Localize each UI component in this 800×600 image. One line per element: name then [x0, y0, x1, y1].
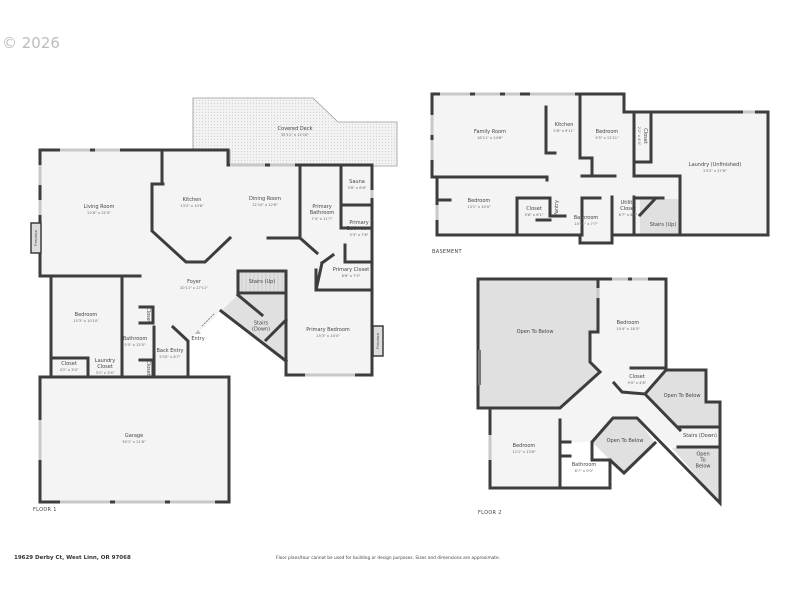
basement-walls	[430, 92, 770, 245]
garage-area	[40, 377, 229, 502]
room-label-open-to-below-middle: Open To Below	[606, 438, 644, 445]
basement-windows	[430, 92, 755, 220]
floor-2-plan	[476, 277, 722, 507]
open-to-below-large	[478, 279, 600, 408]
entry-arrow-icon	[195, 330, 201, 334]
room-label-floor-2-stairs-down: Stairs (Down)	[683, 433, 717, 440]
room-label-closet-lower: Closet	[144, 360, 151, 376]
floor-2-interior	[490, 279, 720, 503]
fireplace-label-left: Fireplace	[34, 229, 38, 247]
stairs-down-area	[221, 295, 286, 361]
room-label-laundry-unfinished: Laundry (Unfinished)23'2" x 27'6"	[688, 162, 742, 173]
room-label-entry: Entry	[191, 336, 205, 343]
basement-title: BASEMENT	[432, 249, 462, 255]
property-address: 19629 Derby Ct, West Linn, OR 97068	[14, 555, 131, 561]
room-label-pantry: Pantry	[554, 200, 561, 216]
room-label-open-to-below-large: Open To Below	[516, 329, 554, 336]
stair-treads	[241, 271, 283, 293]
fireplace-left	[30, 222, 42, 254]
basement-plan	[430, 92, 770, 245]
floor-2-walls	[476, 277, 722, 507]
room-label-open-to-below-bottom: Open To Below	[695, 451, 711, 469]
copyright-watermark: © 2026	[2, 34, 60, 52]
open-to-below-middle	[592, 418, 655, 473]
floor-2-title: FLOOR 2	[478, 510, 502, 516]
disclaimer-text: Floor plans/tour cannot be used for buil…	[276, 556, 500, 561]
room-label-basement-stairs-up: Stairs (Up)	[649, 222, 677, 229]
floor-1-plan	[30, 97, 398, 504]
room-label-stairs-up: Stairs (Up)	[248, 279, 276, 286]
floor-1-title: FLOOR 1	[33, 507, 57, 513]
basement-stairs-area	[640, 199, 680, 235]
room-label-open-to-below-right: Open To Below	[663, 393, 701, 400]
floor-1-walls	[38, 148, 374, 504]
fireplace-label-right: Fireplace	[376, 332, 380, 350]
floor-2-window-left	[478, 350, 481, 385]
floor-1-windows	[38, 148, 374, 504]
floor-2-windows	[488, 277, 648, 460]
room-label-closet-upper: Closet	[144, 307, 151, 323]
room-label-stairs-down: Stairs (Down)	[252, 320, 271, 332]
fireplace-right	[372, 325, 384, 357]
